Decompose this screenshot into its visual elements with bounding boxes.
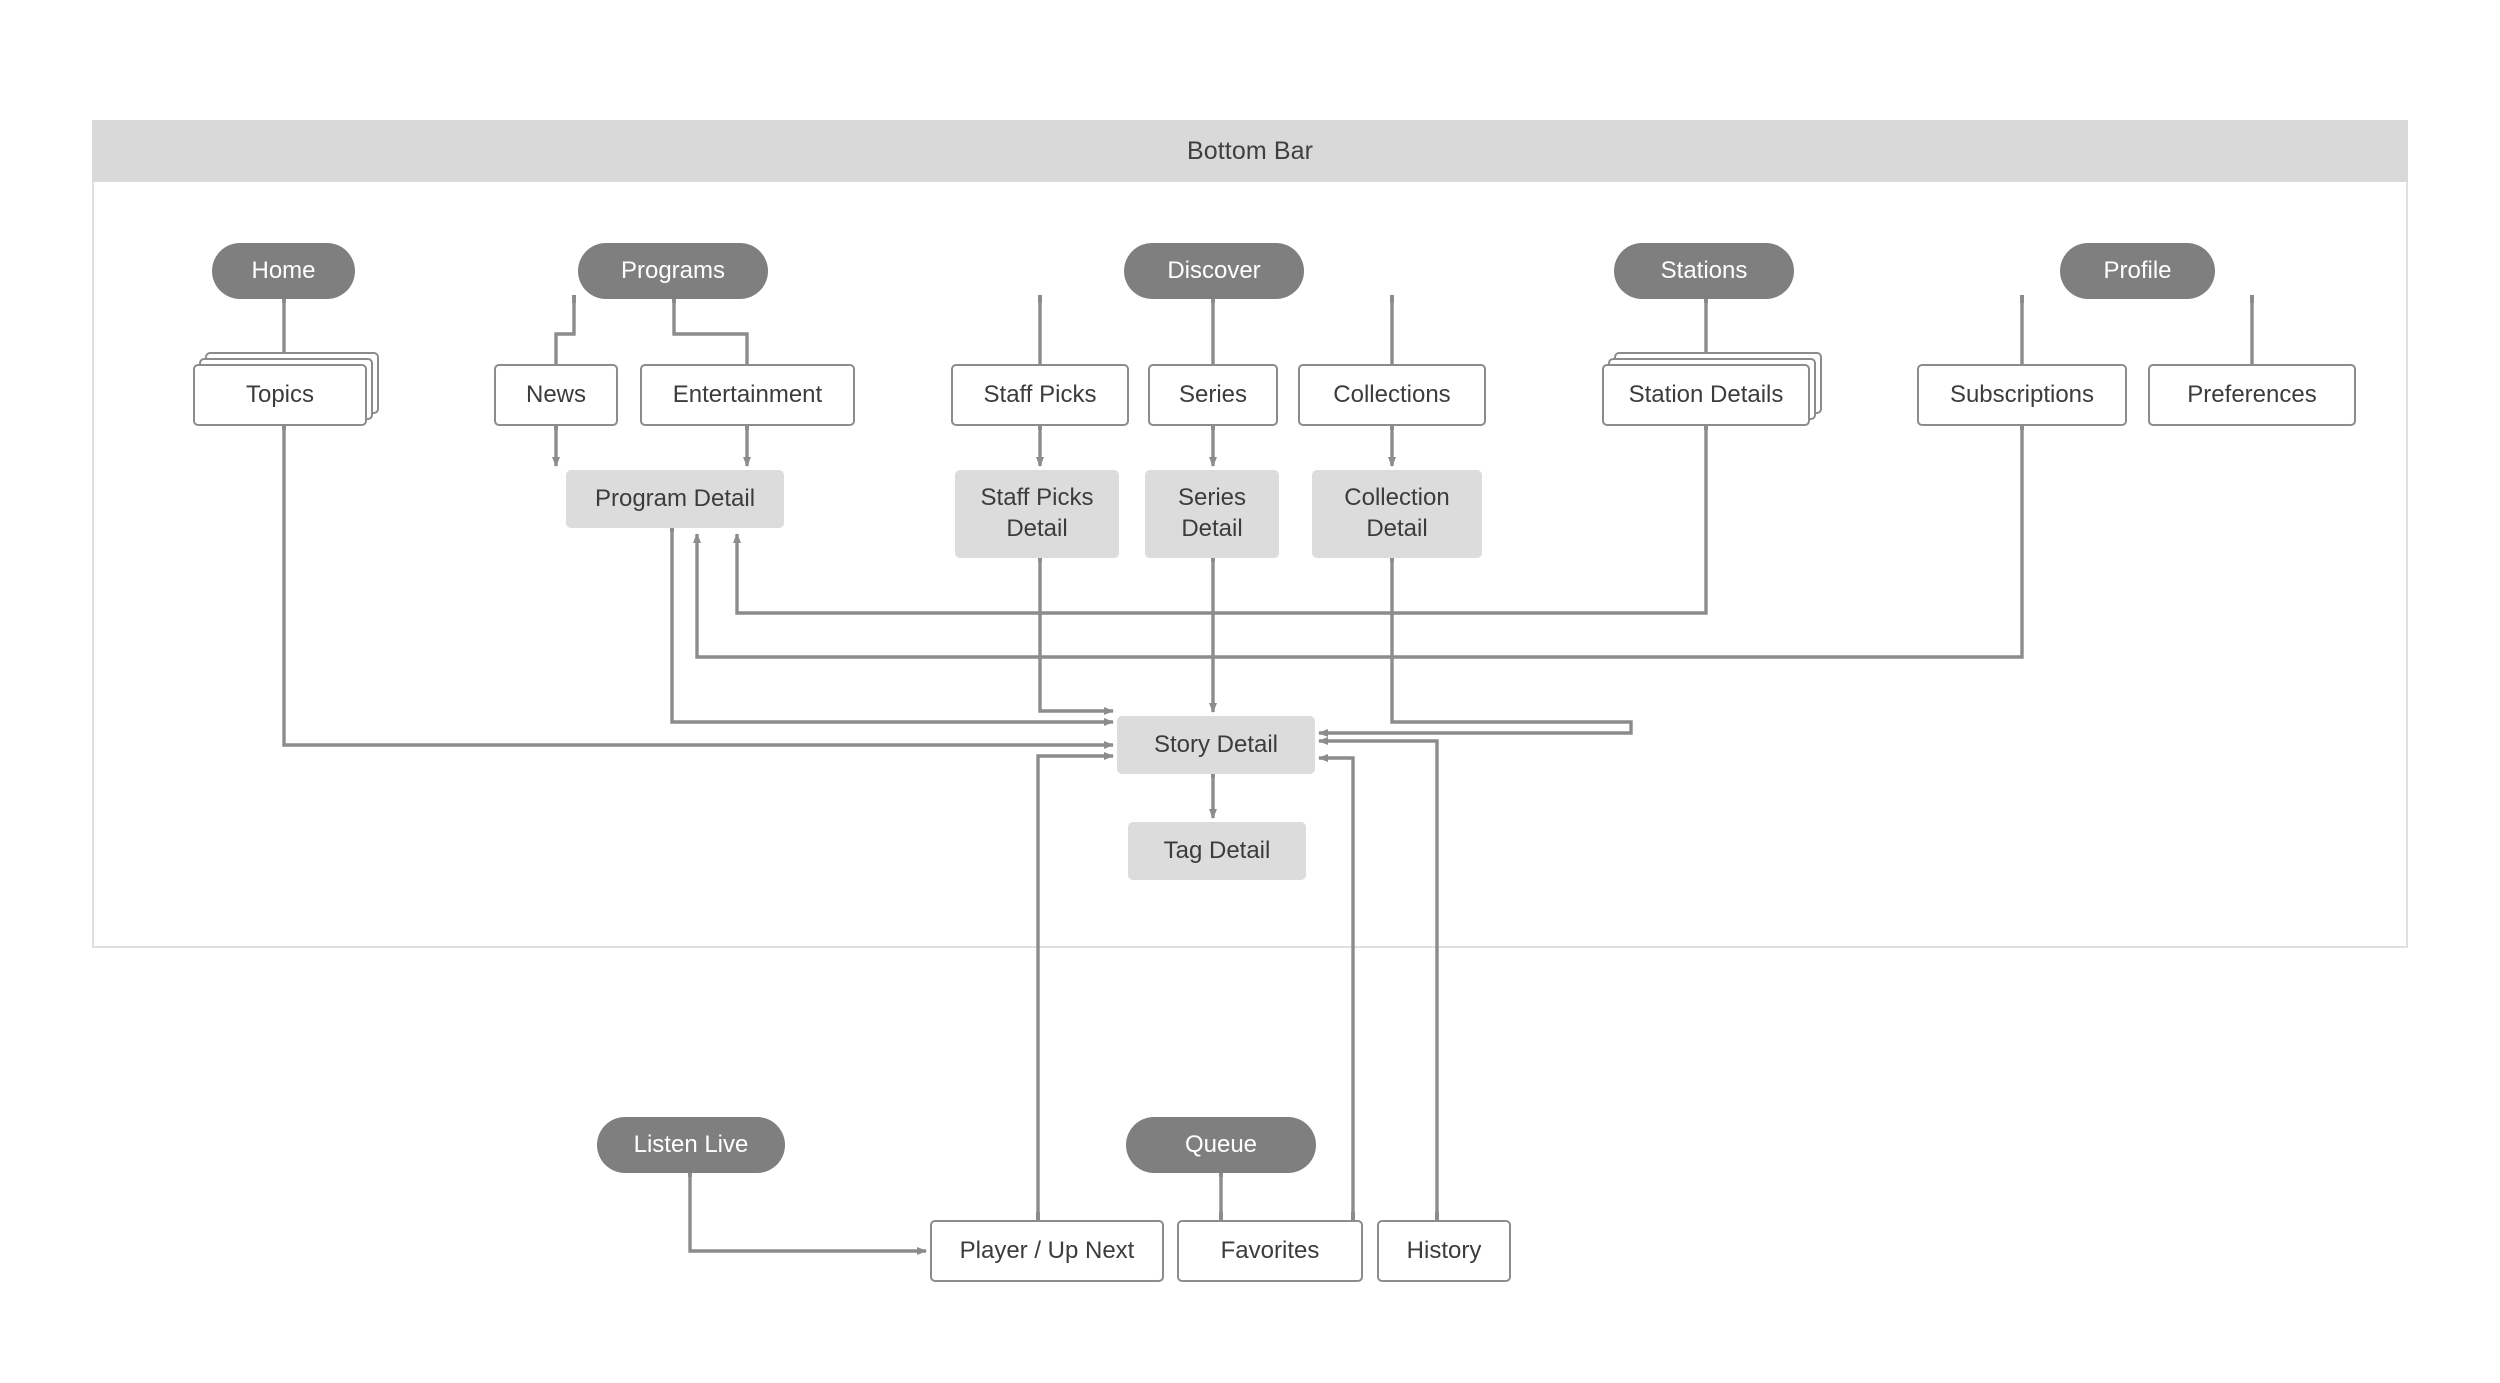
screen-player-up-next[interactable]: Player / Up Next xyxy=(930,1220,1164,1282)
screen-staff-picks[interactable]: Staff Picks xyxy=(951,364,1129,426)
screen-history-label: History xyxy=(1406,1236,1482,1264)
tab-profile[interactable]: Profile xyxy=(2060,243,2215,299)
tab-discover-label: Discover xyxy=(1167,256,1261,284)
screen-news-label: News xyxy=(525,380,586,408)
detail-staff-picks-label: Staff Picks Detail xyxy=(980,484,1094,542)
tab-listen-live-label: Listen Live xyxy=(633,1130,749,1158)
tab-home[interactable]: Home xyxy=(212,243,355,299)
detail-tag[interactable]: Tag Detail xyxy=(1128,822,1306,880)
screen-station-details[interactable]: Station Details xyxy=(1602,352,1836,426)
tab-home-label: Home xyxy=(251,256,316,284)
screen-series[interactable]: Series xyxy=(1148,364,1278,426)
tab-stations[interactable]: Stations xyxy=(1614,243,1794,299)
screen-favorites[interactable]: Favorites xyxy=(1177,1220,1363,1282)
tab-profile-label: Profile xyxy=(2103,256,2172,284)
detail-story[interactable]: Story Detail xyxy=(1117,716,1315,774)
screen-topics[interactable]: Topics xyxy=(193,352,393,426)
screen-entertainment-label: Entertainment xyxy=(672,380,823,408)
tab-queue[interactable]: Queue xyxy=(1126,1117,1316,1173)
detail-program-label: Program Detail xyxy=(594,484,756,512)
screen-news[interactable]: News xyxy=(494,364,618,426)
detail-tag-label: Tag Detail xyxy=(1163,836,1271,864)
screen-collections[interactable]: Collections xyxy=(1298,364,1486,426)
detail-story-label: Story Detail xyxy=(1153,730,1279,758)
tab-discover[interactable]: Discover xyxy=(1124,243,1304,299)
detail-staff-picks[interactable]: Staff Picks Detail xyxy=(955,470,1119,558)
wire-listenlive-player xyxy=(688,1169,927,1255)
tab-stations-label: Stations xyxy=(1660,256,1748,284)
tab-programs[interactable]: Programs xyxy=(578,243,768,299)
screen-history[interactable]: History xyxy=(1377,1220,1511,1282)
screen-preferences[interactable]: Preferences xyxy=(2148,364,2356,426)
detail-collection[interactable]: Collection Detail xyxy=(1312,470,1482,558)
tab-queue-label: Queue xyxy=(1184,1130,1258,1158)
tab-programs-label: Programs xyxy=(620,256,726,284)
screen-subscriptions-label: Subscriptions xyxy=(1949,380,2095,408)
detail-series-label: Series Detail xyxy=(1177,484,1247,542)
screen-entertainment[interactable]: Entertainment xyxy=(640,364,855,426)
screen-topics-label: Topics xyxy=(245,380,315,408)
screen-player-up-next-label: Player / Up Next xyxy=(959,1236,1135,1264)
screen-staff-picks-label: Staff Picks xyxy=(983,380,1097,408)
tab-listen-live[interactable]: Listen Live xyxy=(597,1117,785,1173)
screen-station-details-label: Station Details xyxy=(1628,380,1784,408)
detail-series[interactable]: Series Detail xyxy=(1145,470,1279,558)
bottom-bar-header: Bottom Bar xyxy=(92,120,2408,182)
screen-favorites-label: Favorites xyxy=(1220,1236,1320,1264)
screen-preferences-label: Preferences xyxy=(2187,380,2317,408)
screen-subscriptions[interactable]: Subscriptions xyxy=(1917,364,2127,426)
screen-collections-label: Collections xyxy=(1333,380,1451,408)
detail-collection-label: Collection Detail xyxy=(1344,484,1450,542)
screen-series-label: Series xyxy=(1178,380,1248,408)
detail-program[interactable]: Program Detail xyxy=(566,470,784,528)
